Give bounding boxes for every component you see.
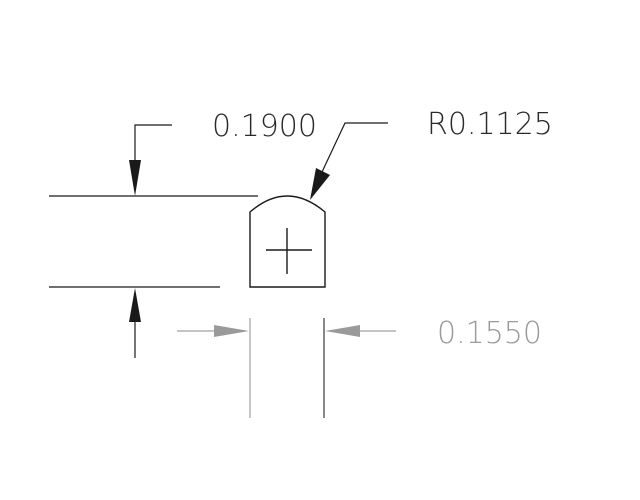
- height-dimension: [49, 124, 258, 358]
- part-profile: [249, 195, 326, 288]
- arrow-right-icon: [214, 325, 249, 337]
- radius-leader: [321, 122, 388, 173]
- height-leader: [134, 124, 172, 160]
- width-dimension: [177, 318, 396, 418]
- width-label: 0.1550: [437, 316, 542, 351]
- arrow-radius-icon: [310, 168, 330, 200]
- height-label: 0.1900: [212, 109, 317, 144]
- radius-label: R0.1125: [427, 107, 553, 142]
- arrow-down-icon: [129, 160, 141, 196]
- radius-dimension: [310, 122, 388, 200]
- arrow-up-icon: [129, 288, 141, 322]
- arrow-left-icon: [325, 325, 360, 337]
- profile-outline: [249, 195, 326, 288]
